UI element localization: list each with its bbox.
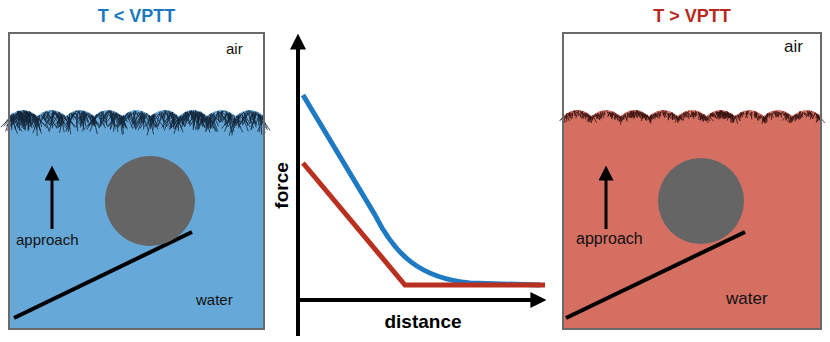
region-label: approach	[16, 232, 79, 249]
region-label: water	[726, 290, 768, 309]
substrate-line	[14, 232, 192, 318]
region-label: approach	[576, 230, 643, 248]
water-region	[563, 110, 821, 329]
panel-box: T > VPTTairapproachwater	[562, 32, 822, 330]
water-region	[9, 110, 264, 329]
panel-heading: T > VPTT	[564, 7, 820, 27]
force-graph	[296, 40, 545, 336]
axis-label: distance	[384, 312, 461, 333]
axis-label: force	[272, 162, 293, 208]
warm-panel-art	[560, 33, 825, 329]
polymer-brush	[1, 110, 270, 136]
polymer-brush	[560, 110, 825, 125]
probe-sphere	[658, 158, 744, 244]
region-label: air	[226, 41, 243, 58]
region-label: water	[196, 292, 233, 309]
air-region	[9, 33, 264, 329]
region-label: air	[784, 38, 803, 57]
air-region	[563, 33, 821, 329]
cold-panel-art	[1, 33, 270, 329]
warm-curve	[303, 163, 545, 285]
panel-box: T < VPTTairapproachwater	[8, 32, 265, 330]
cold-curve	[303, 95, 540, 285]
y-axis	[296, 40, 300, 336]
probe-sphere	[105, 156, 195, 246]
approach-arrow	[51, 173, 54, 229]
approach-arrow	[605, 173, 608, 229]
x-axis	[296, 298, 540, 302]
panel-heading: T < VPTT	[10, 7, 263, 27]
